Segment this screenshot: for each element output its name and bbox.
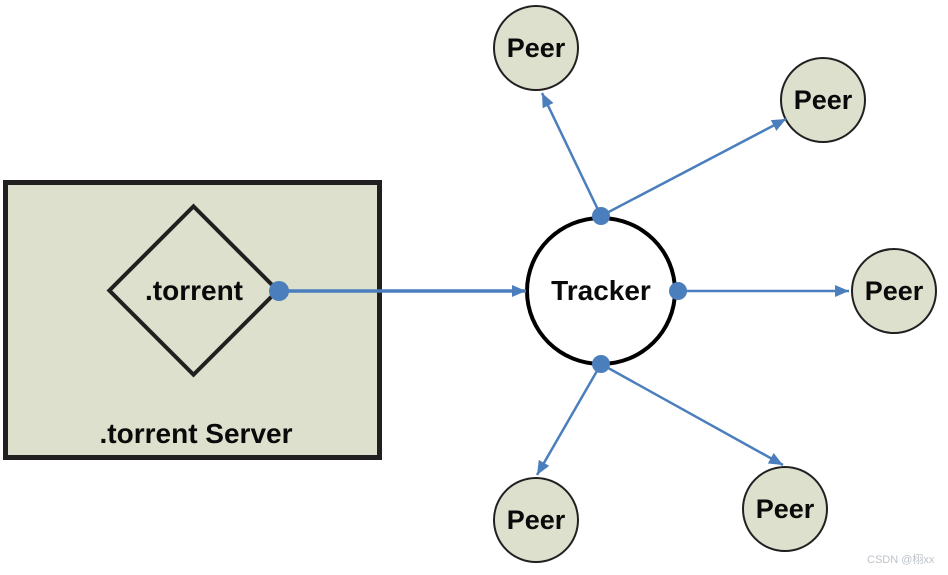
arrow-tracker-to-peer-bottom-right: [600, 362, 784, 467]
peer-label: Peer: [755, 493, 815, 524]
csdn-watermark: CSDN @栩xx: [867, 554, 935, 566]
arrow-tracker-to-peer-top-right: [600, 117, 787, 218]
peer-label: Peer: [506, 32, 566, 63]
peer-node-top-left: Peer: [493, 5, 579, 91]
peer-node-bottom-right: Peer: [742, 466, 828, 552]
peer-node-top-right: Peer: [780, 57, 866, 143]
peer-label: Peer: [793, 84, 853, 115]
tracker-node: Tracker: [525, 216, 677, 366]
peer-label: Peer: [506, 504, 566, 535]
arrow-tracker-to-peer-bottom-left: [535, 363, 603, 476]
torrent-server-label: .torrent Server: [99, 418, 293, 449]
tracker-label: Tracker: [551, 275, 651, 306]
peer-node-bottom-left: Peer: [493, 477, 579, 563]
torrent-file-label: .torrent: [145, 275, 243, 306]
arrow-tracker-to-peer-top-left: [540, 92, 603, 217]
peer-node-right: Peer: [851, 248, 937, 334]
peer-label: Peer: [864, 275, 924, 306]
